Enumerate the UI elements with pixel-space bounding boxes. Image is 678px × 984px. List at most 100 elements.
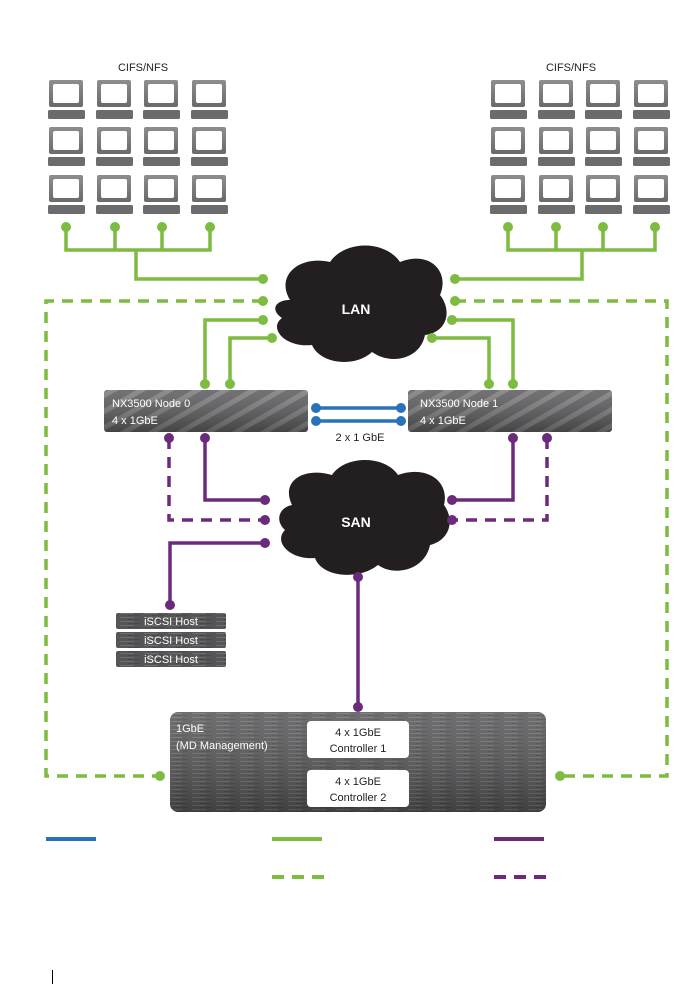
san-cloud: SAN xyxy=(279,460,450,575)
purple-connection-dot xyxy=(260,515,270,525)
purple-connection-dot xyxy=(165,600,175,610)
monitor-screen xyxy=(495,179,521,198)
monitor-screen xyxy=(543,131,569,150)
green-connection-dot xyxy=(258,296,268,306)
client-workstation xyxy=(143,175,180,214)
computer-base-icon xyxy=(490,157,527,166)
client-workstation xyxy=(633,175,670,214)
computer-base-icon xyxy=(143,157,180,166)
monitor-screen xyxy=(590,179,616,198)
purple-connection-dot xyxy=(260,495,270,505)
mgmt-label-2: (MD Management) xyxy=(176,740,268,752)
computer-base-icon xyxy=(585,110,622,119)
computer-base-icon xyxy=(48,205,85,214)
green-connection-dot xyxy=(503,222,513,232)
green-connection-dot xyxy=(258,315,268,325)
client-workstation xyxy=(633,80,670,119)
green-connection-dot xyxy=(450,274,460,284)
connection-lines xyxy=(44,227,669,778)
green-connection-dot xyxy=(205,222,215,232)
purple-connection-dot xyxy=(260,538,270,548)
node1-lan-link-b xyxy=(432,336,491,384)
monitor-screen xyxy=(196,84,222,103)
node0-lan-link-a xyxy=(203,318,263,384)
legend xyxy=(46,837,547,879)
monitor-screen xyxy=(148,84,174,103)
client-workstation xyxy=(538,127,575,166)
node-0-name: NX3500 Node 0 xyxy=(112,398,190,410)
node1-lan-link-a xyxy=(452,318,515,384)
clients-right-grid xyxy=(490,80,670,214)
client-workstation xyxy=(538,80,575,119)
green-connection-dot xyxy=(650,222,660,232)
green-connection-dot xyxy=(450,296,460,306)
computer-base-icon xyxy=(48,110,85,119)
client-bus-left xyxy=(64,227,263,281)
client-workstation xyxy=(96,175,133,214)
blue-connection-dot xyxy=(311,403,321,413)
blue-connection-dot xyxy=(311,416,321,426)
monitor-screen xyxy=(543,179,569,198)
iscsi-host-2: iSCSI Host xyxy=(144,635,198,647)
monitor-screen xyxy=(148,179,174,198)
green-connection-dot xyxy=(110,222,120,232)
client-workstation xyxy=(143,127,180,166)
node1-san-link-dashed xyxy=(452,438,549,522)
node0-san-link-dashed xyxy=(167,438,265,522)
storage-array: 1GbE (MD Management) 4 x 1GbE Controller… xyxy=(170,712,546,812)
node-0-ports: 4 x 1GbE xyxy=(112,415,158,427)
monitor-screen xyxy=(101,179,127,198)
client-workstation xyxy=(191,80,228,119)
controller-2-name: Controller 2 xyxy=(330,792,387,804)
nx3500-node-1: NX3500 Node 1 4 x 1GbE xyxy=(408,390,612,432)
purple-connection-dot xyxy=(508,433,518,443)
green-connection-dot xyxy=(200,379,210,389)
green-connection-dot xyxy=(157,222,167,232)
computer-base-icon xyxy=(191,157,228,166)
client-workstation xyxy=(633,127,670,166)
monitor-screen xyxy=(495,131,521,150)
green-connection-dot xyxy=(447,315,457,325)
controller-1: 4 x 1GbE Controller 1 xyxy=(307,721,409,758)
controller-1-ports: 4 x 1GbE xyxy=(335,727,381,739)
computer-base-icon xyxy=(490,205,527,214)
computer-base-icon xyxy=(191,205,228,214)
green-connection-dot xyxy=(155,771,165,781)
monitor-screen xyxy=(638,131,664,150)
purple-connection-dot xyxy=(353,702,363,712)
lan-cloud: LAN xyxy=(275,245,447,362)
client-workstation xyxy=(585,127,622,166)
monitor-screen xyxy=(53,179,79,198)
computer-base-icon xyxy=(538,205,575,214)
green-connection-dot xyxy=(61,222,71,232)
client-workstation xyxy=(490,80,527,119)
computer-base-icon xyxy=(96,110,133,119)
clients-left-grid xyxy=(48,80,228,214)
node0-san-link xyxy=(203,438,265,502)
iscsi-host-1: iSCSI Host xyxy=(144,616,198,628)
connection-dots xyxy=(61,222,660,781)
computer-base-icon xyxy=(585,205,622,214)
mgmt-label-1: 1GbE xyxy=(176,723,204,735)
monitor-screen xyxy=(101,84,127,103)
client-workstation xyxy=(191,127,228,166)
monitor-screen xyxy=(53,84,79,103)
green-connection-dot xyxy=(508,379,518,389)
computer-base-icon xyxy=(633,110,670,119)
green-connection-dot xyxy=(555,771,565,781)
purple-connection-dot xyxy=(447,515,457,525)
client-workstation xyxy=(48,127,85,166)
green-connection-dot xyxy=(225,379,235,389)
green-connection-dot xyxy=(551,222,561,232)
purple-connection-dot xyxy=(353,572,363,582)
green-connection-dot xyxy=(267,333,277,343)
monitor-screen xyxy=(638,84,664,103)
computer-base-icon xyxy=(585,157,622,166)
computer-base-icon xyxy=(143,205,180,214)
client-workstation xyxy=(490,127,527,166)
controller-1-name: Controller 1 xyxy=(330,743,387,755)
node1-san-link xyxy=(452,438,515,502)
page-margin-rule xyxy=(52,970,53,984)
computer-base-icon xyxy=(538,157,575,166)
